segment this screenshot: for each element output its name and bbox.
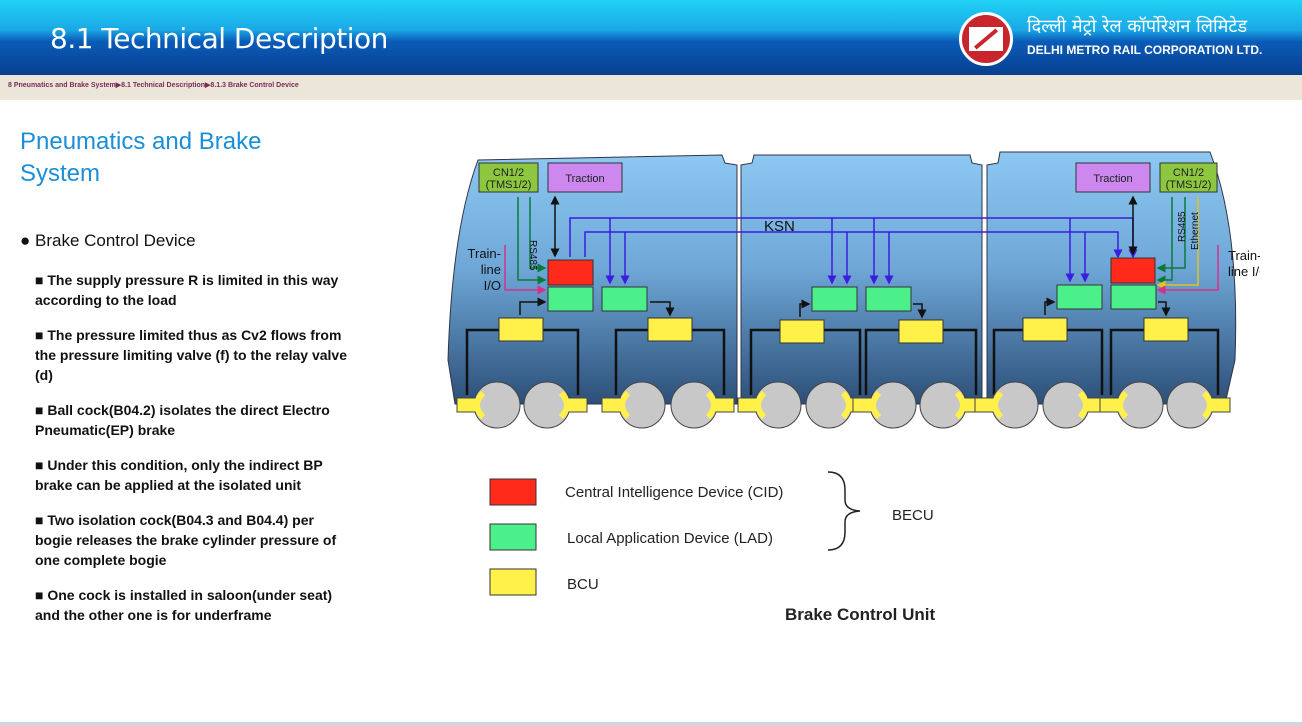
lad-box (1110, 284, 1157, 310)
brake-shoe (1077, 390, 1089, 420)
brake-shoe (474, 390, 486, 420)
wheel (991, 381, 1039, 429)
legend-cid: Central Intelligence Device (CID) (565, 484, 783, 501)
bullet-item: ■ Two isolation cock(B04.3 and B04.4) pe… (35, 512, 337, 568)
breadcrumb-bar: 8 Pneumatics and Brake System▶8.1 Techni… (0, 75, 1302, 100)
lad-box (1056, 284, 1103, 310)
section-title: Pneumatics and Brake System (20, 128, 262, 187)
wheels (456, 381, 1231, 429)
page-title: 8.1 Technical Description (50, 22, 388, 55)
brake-shoe (705, 390, 717, 420)
breadcrumb[interactable]: 8 Pneumatics and Brake System▶8.1 Techni… (8, 82, 299, 89)
footer-line (0, 722, 1302, 725)
brake-shoe (1117, 390, 1129, 420)
subheading: ● Brake Control Device (20, 231, 196, 250)
becu-label: BECU (892, 507, 934, 524)
cn-box-right-sublabel: (TMS1/2) (1166, 179, 1212, 191)
cn-box-left-label: CN1/2 (493, 167, 524, 179)
lad-box (547, 286, 594, 312)
ethernet-label: Ethernet (1190, 212, 1201, 250)
cn-box-right-label: CN1/2 (1173, 167, 1204, 179)
cid-box (1110, 257, 1156, 284)
brake-shoe (755, 390, 767, 420)
bullet-item: ■ The pressure limited thus as Cv2 flows… (35, 327, 347, 383)
wheel (1166, 381, 1214, 429)
lad-box (811, 286, 858, 312)
wheel (869, 381, 917, 429)
legend-lad: Local Application Device (LAD) (567, 530, 773, 547)
bcu-box (1143, 317, 1189, 342)
wheel (754, 381, 802, 429)
lad-box (601, 286, 648, 312)
header-banner: 8.1 Technical Description दिल्ली मेट्रो … (0, 0, 1302, 75)
traction-box-right-label: Traction (1093, 173, 1132, 185)
cn-box-left (478, 162, 539, 193)
rs485-label-right: RS485 (1177, 211, 1188, 242)
legend-swatch-lad (489, 523, 537, 551)
brake-shoe (870, 390, 882, 420)
brake-shoe (619, 390, 631, 420)
lad-box (865, 286, 912, 312)
car-2 (740, 154, 983, 405)
trainline-left-3: I/O (484, 278, 501, 293)
bcu-box (779, 319, 825, 344)
bcu-box (1022, 317, 1068, 342)
ksn-label: KSN (764, 218, 795, 235)
traction-box-left-label: Traction (565, 173, 604, 185)
wheel (1042, 381, 1090, 429)
wheel (1116, 381, 1164, 429)
bcu-box (898, 319, 944, 344)
legend-swatch-bcu (489, 568, 537, 596)
diagram-caption: Brake Control Unit (785, 605, 936, 624)
org-name-english: DELHI METRO RAIL CORPORATION LTD. (1027, 43, 1263, 57)
traction-box-right (1075, 162, 1151, 193)
bcu-box (647, 317, 693, 342)
brake-shoe (840, 390, 852, 420)
wheel (670, 381, 718, 429)
cid-box (547, 259, 594, 286)
bullet-item: ■ One cock is installed in saloon(under … (35, 587, 333, 623)
wheel (805, 381, 853, 429)
legend-bcu: BCU (567, 576, 599, 593)
becu-brace (827, 471, 861, 551)
bullet-item: ■ Under this condition, only the indirec… (35, 457, 323, 493)
trainline-left-2: line (481, 262, 501, 277)
brake-shoe (558, 390, 570, 420)
brake-shoe (1201, 390, 1213, 420)
wheel (618, 381, 666, 429)
cn-box-right (1159, 162, 1218, 193)
bullet-item: ■ Ball cock(B04.2) isolates the direct E… (35, 402, 330, 438)
wheel (473, 381, 521, 429)
brake-shoe (992, 390, 1004, 420)
trainline-right-2: line I/O (1228, 264, 1260, 279)
bullet-item: ■ The supply pressure R is limited in th… (35, 272, 339, 308)
dmrc-logo-icon (959, 12, 1013, 66)
trainline-left-1: Train- (468, 246, 501, 261)
brake-shoe (954, 390, 966, 420)
bcu-box (498, 317, 544, 342)
rs485-label-left: RS485 (527, 240, 538, 271)
cn-box-left-sublabel: (TMS1/2) (486, 179, 532, 191)
wheel (523, 381, 571, 429)
trainline-right-1: Train- (1228, 248, 1260, 263)
traction-box-left (547, 162, 623, 193)
legend-swatch-cid (489, 478, 537, 506)
wheel (919, 381, 967, 429)
org-name-hindi: दिल्ली मेट्रो रेल कॉर्पोरेशन लिमिटेड (1027, 16, 1248, 37)
